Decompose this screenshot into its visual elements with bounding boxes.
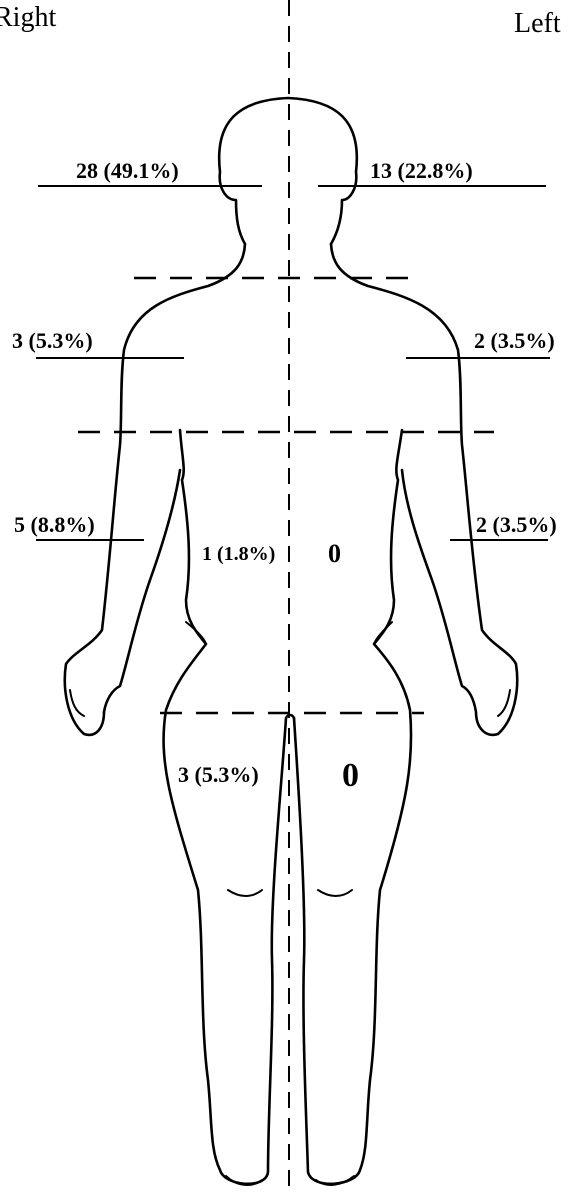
leg-left-value: 0 <box>342 757 359 794</box>
upper-arm-left-value: 2 (3.5%) <box>474 328 555 353</box>
head-right-value: 28 (49.1%) <box>76 158 179 183</box>
leg-right-value: 3 (5.3%) <box>178 762 259 787</box>
right-arm-outline <box>65 244 245 735</box>
trunk-left-value: 0 <box>328 539 341 568</box>
trunk-right-value: 1 (1.8%) <box>202 543 275 565</box>
left-arm-outline <box>331 244 517 735</box>
right-hand-thumb <box>70 690 84 716</box>
left-knee <box>318 890 352 896</box>
upper-arm-right-value: 3 (5.3%) <box>12 328 93 353</box>
right-side-label: Right <box>0 2 56 33</box>
forearm-left-value: 2 (3.5%) <box>476 512 557 537</box>
forearm-right-value: 5 (8.8%) <box>14 512 95 537</box>
body-outline <box>65 98 517 1185</box>
right-knee <box>228 890 262 896</box>
left-hand-thumb <box>498 690 510 716</box>
left-side-label: Left <box>514 8 561 39</box>
head-left-value: 13 (22.8%) <box>370 158 473 183</box>
left-torso-outline <box>294 430 411 1184</box>
